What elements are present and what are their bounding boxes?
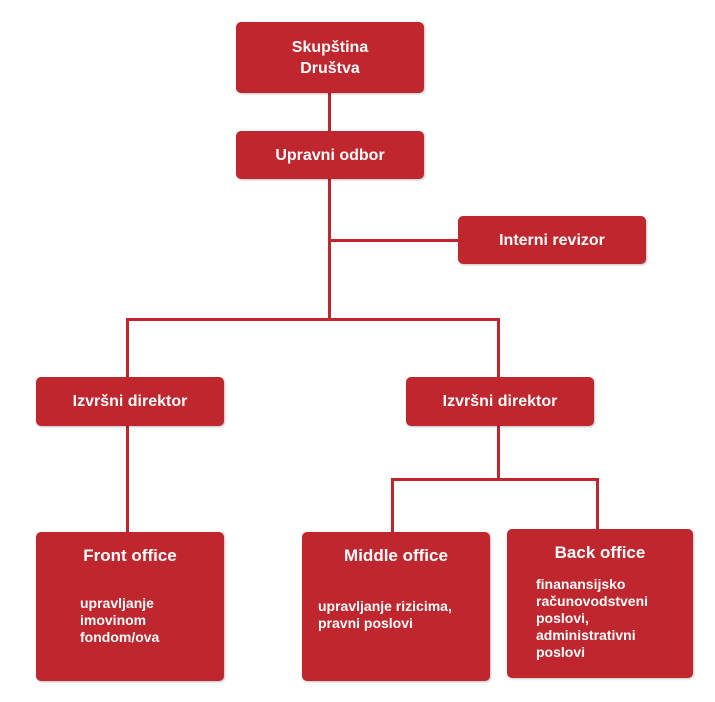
node-internal-auditor: Interni revizor — [458, 216, 646, 264]
back-office-title: Back office — [554, 543, 646, 562]
connector-exec-right-up — [497, 318, 500, 378]
node-exec-director-left: Izvršni direktor — [36, 377, 224, 426]
node-board-label: Upravni odbor — [275, 146, 385, 164]
node-board: Upravni odbor — [236, 131, 424, 179]
connector-horizontal-execs — [126, 318, 500, 321]
connector-exec-left-up — [126, 318, 129, 378]
middle-office-text: upravljanje rizicima, pravni poslovi — [318, 598, 452, 631]
connector-middle-office — [391, 478, 394, 533]
middle-office-title: Middle office — [344, 546, 448, 565]
front-office-text: upravljanje imovinom fondom/ova — [80, 595, 160, 645]
connector-offices-horizontal — [391, 478, 599, 481]
node-exec-director-right-label: Izvršni direktor — [442, 393, 558, 410]
node-front-office: Front office upravljanje imovinom fondom… — [36, 532, 224, 681]
node-back-office: Back office finanansijsko računovodstven… — [507, 529, 693, 678]
node-exec-director-left-label: Izvršni direktor — [72, 393, 188, 410]
front-office-title: Front office — [83, 546, 177, 565]
node-assembly: Skupština Društva — [236, 22, 424, 93]
node-assembly-label: Skupština Društva — [291, 38, 369, 77]
node-exec-director-right: Izvršni direktor — [406, 377, 594, 426]
connector-back-office — [596, 478, 599, 530]
connector-exec-left-front — [126, 425, 129, 533]
connector-assembly-board — [328, 92, 331, 132]
back-office-text: finanansijsko računovodstveni poslovi, a… — [536, 576, 649, 660]
node-middle-office: Middle office upravljanje rizicima, prav… — [302, 532, 490, 681]
connector-exec-right-down — [497, 425, 500, 480]
node-internal-auditor-label: Interni revizor — [499, 231, 605, 249]
connector-board-trunk — [328, 178, 331, 320]
connector-auditor — [329, 239, 459, 242]
